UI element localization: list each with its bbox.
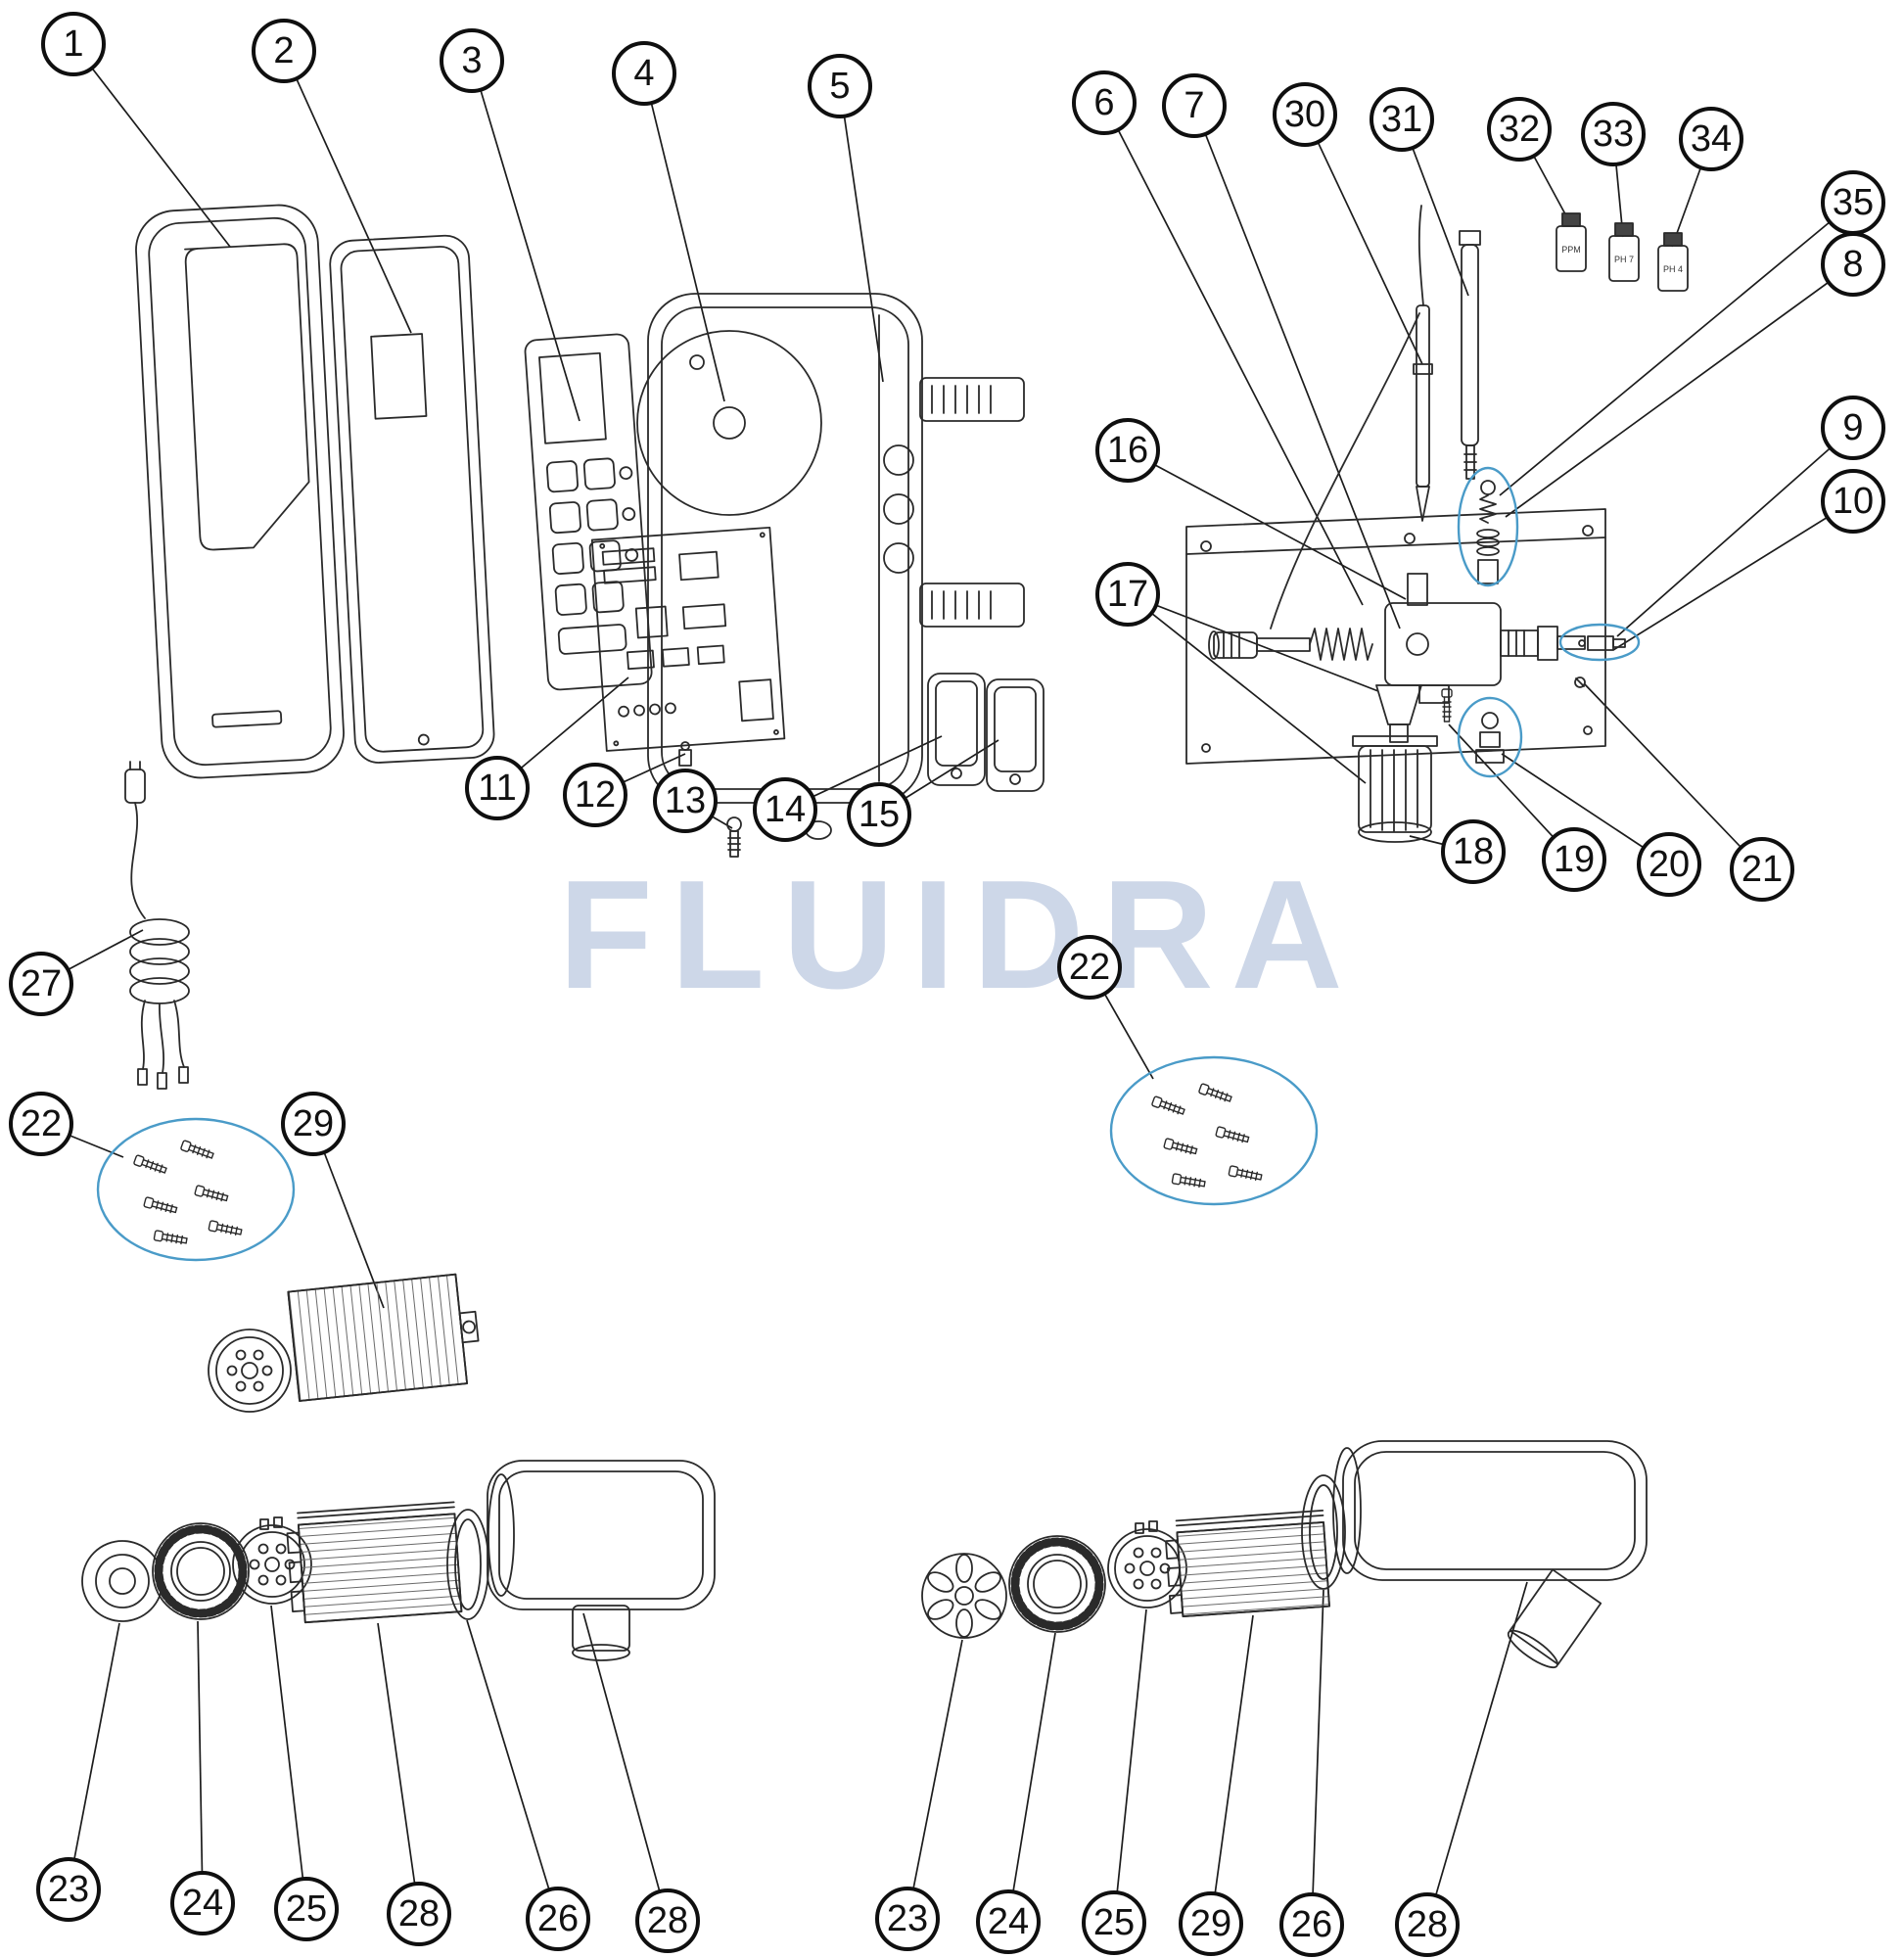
front-cover-drawing: [135, 204, 345, 779]
callout-11: 11: [465, 756, 530, 820]
inner-panel-drawing: [329, 234, 495, 764]
callout-28-left-b: 28: [635, 1888, 700, 1953]
mount-bracket-drawing: [919, 377, 1025, 628]
bottle-label-ph4: PH 4: [1663, 264, 1683, 274]
callout-7: 7: [1162, 73, 1227, 138]
callout-26-left: 26: [526, 1887, 590, 1951]
electrode-pack-drawing: [287, 1273, 480, 1402]
callout-25-left: 25: [274, 1877, 339, 1941]
fluidra-watermark: FLUIDRA: [558, 849, 1361, 1021]
highlight-ellipse-screws-left: [96, 1117, 296, 1262]
callout-19: 19: [1542, 827, 1606, 892]
callout-6: 6: [1072, 70, 1137, 135]
callout-8: 8: [1821, 232, 1885, 297]
bottle-labels: PPM PH 7 PH 4: [1561, 245, 1683, 274]
terminal-cover-drawing: [927, 673, 1045, 792]
transformer-drawing: [636, 330, 822, 516]
housing-ring-left-drawing: [446, 1509, 489, 1620]
electrode-disc-drawing: [208, 1329, 292, 1413]
plate-stack-right-drawing: [1165, 1509, 1330, 1618]
pcb-drawing: [590, 526, 786, 752]
callout-13: 13: [653, 769, 718, 833]
bottle-label-ppm: PPM: [1561, 245, 1581, 255]
orp-probe-drawing: [1459, 230, 1481, 480]
callout-16: 16: [1095, 418, 1160, 483]
callout-4: 4: [612, 41, 676, 106]
callout-10: 10: [1821, 469, 1885, 534]
callout-28-right: 28: [1395, 1892, 1460, 1957]
ring-nut-left-drawing: [152, 1522, 250, 1620]
manifold-drawing: [1208, 573, 1586, 704]
plate-stack-left-drawing: [286, 1501, 463, 1624]
callout-29-left: 29: [281, 1092, 346, 1156]
mounting-panel-drawing: [1185, 508, 1606, 765]
filter-assembly-drawing: [1352, 684, 1438, 843]
cell-cap-left-drawing: [81, 1540, 163, 1622]
drain-valve-parts-drawing: [1441, 688, 1505, 764]
enclosure-drawing: [647, 293, 923, 840]
callout-22-right: 22: [1057, 935, 1122, 1000]
callout-20: 20: [1637, 832, 1701, 897]
callout-17: 17: [1095, 562, 1160, 627]
ph-probe-drawing: [1270, 205, 1433, 629]
highlight-ellipse-fitting: [1558, 623, 1641, 662]
callout-14: 14: [753, 777, 817, 842]
screw-kit-left-drawing: [132, 1139, 244, 1247]
callout-23-right: 23: [875, 1887, 940, 1951]
probe-holder-parts-drawing: [1476, 480, 1500, 584]
callout-29-right: 29: [1179, 1891, 1243, 1956]
leader-lines: [40, 43, 1854, 1926]
callout-9: 9: [1821, 396, 1885, 460]
callout-24-left: 24: [170, 1871, 235, 1935]
housing-ring-right-drawing: [1301, 1474, 1346, 1590]
cell-body-right-drawing: [1332, 1440, 1648, 1669]
callout-5: 5: [808, 54, 872, 118]
highlight-ellipse-screws-right: [1109, 1055, 1319, 1206]
cell-body-left-drawing: [487, 1460, 716, 1661]
callout-35: 35: [1821, 170, 1885, 235]
callout-28-left-a: 28: [387, 1882, 451, 1946]
callout-3: 3: [440, 28, 504, 93]
callout-22-left: 22: [9, 1092, 73, 1156]
callout-2: 2: [252, 19, 316, 83]
callout-1: 1: [41, 12, 106, 76]
callout-25-right: 25: [1082, 1890, 1146, 1955]
flow-switch-fitting-drawing: [1578, 635, 1626, 651]
standoff-drawing: [678, 741, 692, 767]
callout-18: 18: [1441, 819, 1506, 884]
callout-23-left: 23: [36, 1857, 101, 1922]
callout-12: 12: [563, 763, 627, 827]
callout-21: 21: [1730, 837, 1794, 902]
callout-31: 31: [1370, 87, 1434, 152]
ring-nut-right-drawing: [1008, 1535, 1106, 1633]
bottle-label-ph7: PH 7: [1614, 255, 1634, 264]
callout-27: 27: [9, 952, 73, 1016]
callout-33: 33: [1581, 102, 1646, 166]
highlight-ellipse-valve-parts: [1457, 696, 1523, 778]
cable-drawing: [124, 761, 190, 1090]
callout-26-right: 26: [1279, 1892, 1344, 1957]
rosette-gasket-right-drawing: [921, 1553, 1007, 1639]
screw-drawing: [726, 816, 742, 858]
callout-15: 15: [847, 782, 911, 847]
callout-34: 34: [1679, 107, 1743, 171]
callout-30: 30: [1273, 82, 1337, 147]
calibration-bottles-drawing: [1556, 212, 1689, 292]
callout-32: 32: [1487, 97, 1552, 162]
highlight-ellipse-probe-parts: [1457, 466, 1519, 587]
screw-kit-right-drawing: [1150, 1082, 1264, 1190]
keypad-panel-drawing: [524, 333, 653, 691]
callout-24-right: 24: [976, 1889, 1041, 1954]
